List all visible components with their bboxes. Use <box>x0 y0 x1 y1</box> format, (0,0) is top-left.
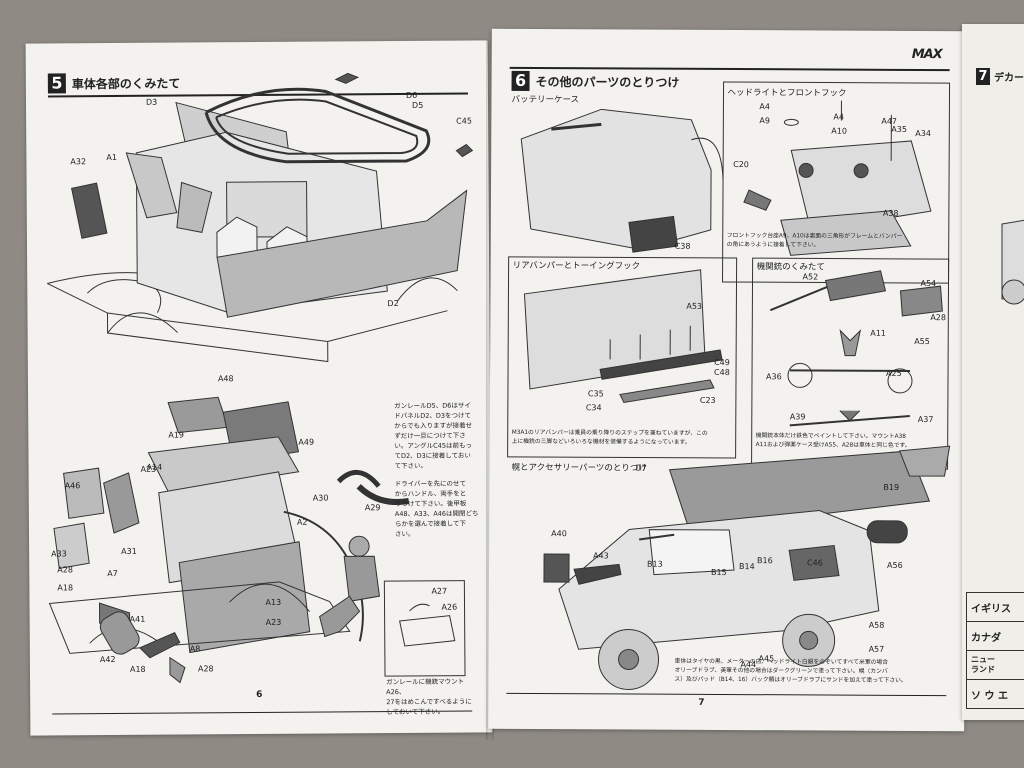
vehicle-sketch <box>1001 219 1024 305</box>
part-label: A9 <box>759 116 770 126</box>
step-title: デカール <box>994 73 1024 84</box>
part-label: A18 <box>129 664 146 674</box>
part-label: A28 <box>930 313 947 323</box>
part-label: A30 <box>312 493 329 503</box>
part-label: A56 <box>887 560 903 570</box>
part-label: A25 <box>886 368 902 378</box>
hull-assembly-drawing <box>47 72 474 684</box>
part-label: C23 <box>699 395 716 405</box>
table-cell: カナダ <box>966 621 1024 651</box>
section-title: 幌とアクセサリーパーツのとりつけ <box>511 462 647 474</box>
part-label: C20 <box>733 160 749 170</box>
part-label: A42 <box>99 655 116 665</box>
part-label: A19 <box>168 430 185 440</box>
instruction-note: フロントフック台座A9、A10は裏面の三角形がフレームとバンパー の角にあうよう… <box>726 232 903 249</box>
part-label: A27 <box>431 586 448 596</box>
part-label: A52 <box>802 272 819 282</box>
part-label: A54 <box>920 279 937 289</box>
page-number: 7 <box>698 697 705 708</box>
part-label: C45 <box>456 116 472 126</box>
part-label: A26 <box>441 602 458 612</box>
part-label: A4 <box>759 102 771 112</box>
instruction-note: ドライバーを先にのせて からハンドル、両手をと りつけて下さい。後甲板 A48、… <box>394 479 479 539</box>
part-label: A48 <box>217 374 234 384</box>
part-label: C46 <box>807 558 823 568</box>
part-label: A10 <box>831 126 847 136</box>
part-label: A39 <box>789 412 806 422</box>
part-label: A18 <box>57 583 74 593</box>
part-label: D3 <box>145 97 158 107</box>
part-label: A28 <box>197 664 214 674</box>
part-label: A36 <box>765 372 782 382</box>
paint-note: 車体はタイヤの黒、メーターの白、ヘッドライト白銀をのぞいてすべて米軍の場合 オリ… <box>674 658 907 684</box>
instruction-page-partial: 7 デカール イギリス カナダ ニュー ランド ソ ウ エ <box>962 24 1024 720</box>
instruction-page-left: 5 車体各部のくみたて <box>25 40 493 736</box>
part-label: A58 <box>868 620 885 630</box>
part-label: A32 <box>70 157 87 167</box>
part-label: A23 <box>140 464 157 474</box>
page-number: 6 <box>256 689 263 701</box>
part-label: C49 <box>714 357 730 368</box>
part-label: D7 <box>635 463 647 473</box>
part-label: B14 <box>738 562 755 572</box>
part-label: A2 <box>296 517 308 527</box>
part-label: A8 <box>189 644 201 654</box>
part-label: A4 <box>833 112 844 122</box>
part-label: A1 <box>106 152 117 163</box>
part-label: A11 <box>870 328 886 338</box>
instruction-note: M3A1のリアバンパーは乗員の乗り降りのステップを兼ねていますが、この 上に機銃… <box>511 429 708 446</box>
section-title: 機関銃のくみたて <box>756 262 825 273</box>
part-label: A29 <box>364 503 381 513</box>
section-title: ヘッドライトとフロントフック <box>727 87 847 99</box>
table-cell: ニュー ランド <box>966 650 1024 680</box>
part-label: A28 <box>57 565 73 575</box>
part-label: A49 <box>298 437 315 447</box>
decal-country-table: イギリス カナダ ニュー ランド ソ ウ エ <box>966 592 1024 709</box>
part-label: B15 <box>710 567 727 577</box>
instruction-note: 機関銃本体だけ鉄色でペイントして下さい。マウントA38 A11および弾薬ケース受… <box>755 433 911 449</box>
part-label: C35 <box>587 389 604 399</box>
part-label: A41 <box>129 614 146 624</box>
part-label: A35 <box>891 124 907 134</box>
part-label: A13 <box>265 597 282 607</box>
part-label: A34 <box>915 128 931 139</box>
part-label: A46 <box>64 481 81 491</box>
part-label: D2 <box>387 299 399 309</box>
table-cell: ソ ウ エ <box>966 679 1024 709</box>
instruction-note: ガンレールD5、D6はサイ ドパネルD2、D3をつけて からでも入りますが接着せ… <box>394 401 473 471</box>
part-label: A23 <box>265 617 282 627</box>
part-label: A33 <box>51 549 67 559</box>
table-cell: イギリス <box>966 592 1024 622</box>
part-label: A40 <box>551 529 567 539</box>
part-label: A37 <box>917 414 934 425</box>
part-label: A55 <box>914 336 930 347</box>
part-label: A31 <box>121 546 137 556</box>
part-label: A53 <box>686 301 703 311</box>
part-label: C34 <box>585 403 602 413</box>
part-label: B16 <box>757 556 773 566</box>
section-title: リアバンパーとトーイングフック <box>512 260 641 272</box>
part-label: A57 <box>868 644 885 654</box>
step-number: 7 <box>976 68 990 85</box>
part-label: A43 <box>593 551 609 561</box>
part-label: A38 <box>882 208 899 218</box>
parts-drawing <box>507 81 951 690</box>
part-label: D6 <box>405 90 418 100</box>
part-label: C48 <box>714 367 730 378</box>
part-label: D5 <box>411 100 424 110</box>
part-label: B19 <box>883 482 900 492</box>
part-label: B13 <box>647 559 663 569</box>
part-label: C38 <box>674 241 691 251</box>
part-label: A7 <box>107 568 118 579</box>
instruction-page-right: MAX 6 その他のパーツのとりつけ バッテリーケース <box>488 28 968 732</box>
